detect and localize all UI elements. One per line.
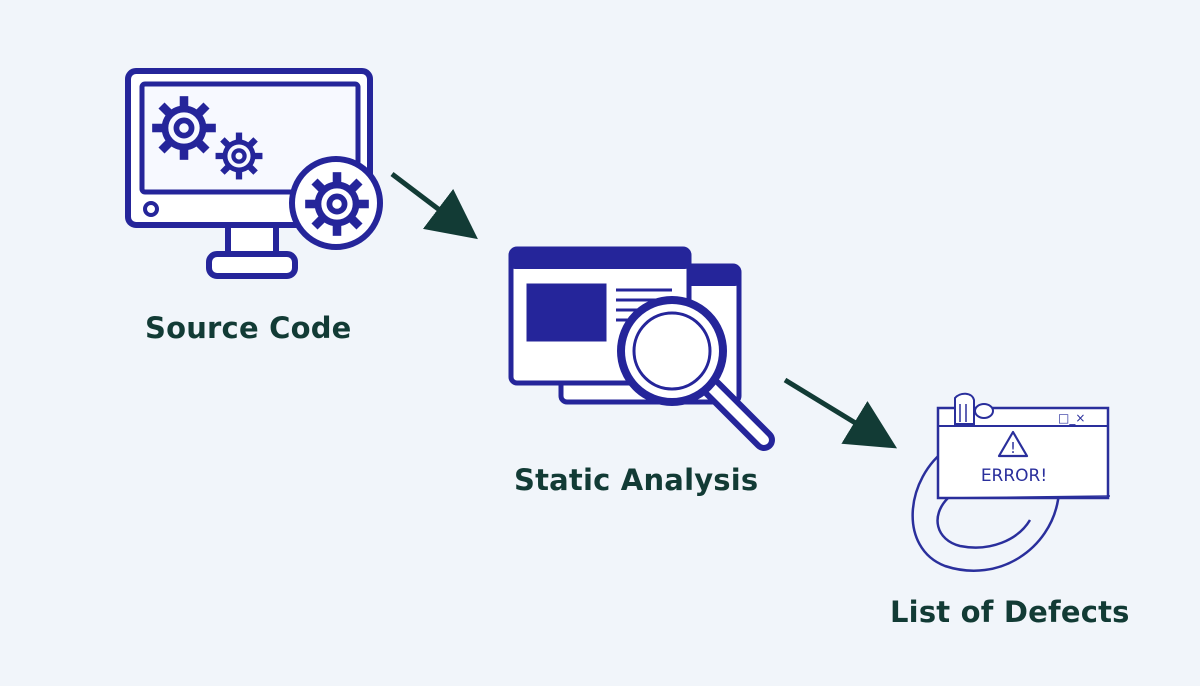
static-analysis-label: Static Analysis [514,463,759,497]
large-gear-badge-icon [289,156,383,250]
flow-arrow-1 [390,172,478,240]
monitor-gears-icon [125,68,383,279]
warning-triangle-icon: ! [997,430,1029,458]
warning-glyph: ! [1010,439,1016,457]
magnifier-icon [617,296,775,451]
error-window-icon: □_× ! ERROR! [911,392,1111,572]
error-text: ERROR! [981,466,1047,486]
flow-arrow-2 [783,377,898,449]
hand-grip-icon [954,392,994,425]
document-magnifier-icon [508,246,775,451]
source-code-label: Source Code [145,311,352,345]
list-of-defects-label: List of Defects [890,595,1130,629]
window-controls-label: □_× [1058,411,1085,425]
